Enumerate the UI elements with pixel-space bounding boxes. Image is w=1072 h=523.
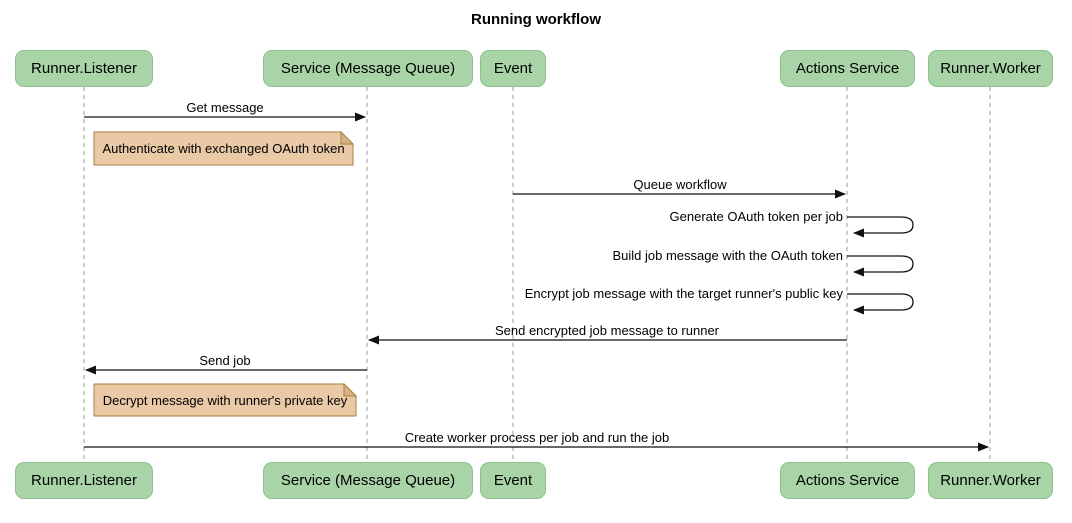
- note-shape-authenticate: [93, 130, 355, 166]
- note-authenticate-oauth-token: Authenticate with exchanged OAuth token: [102, 141, 345, 156]
- arrow-self-build-job-message: [847, 255, 914, 277]
- participant-top-actions-service: Actions Service: [780, 50, 915, 87]
- participant-bottom-service-message-queue: Service (Message Queue): [263, 462, 473, 499]
- participant-top-event: Event: [480, 50, 546, 87]
- message-label-generate-oauth-token: Generate OAuth token per job: [669, 209, 843, 224]
- message-label-get-message: Get message: [186, 100, 264, 115]
- message-label-send-encrypted-job-message: Send encrypted job message to runner: [494, 323, 720, 338]
- participant-top-service-message-queue: Service (Message Queue): [263, 50, 473, 87]
- message-label-encrypt-job-message: Encrypt job message with the target runn…: [524, 286, 843, 301]
- message-label-queue-workflow: Queue workflow: [633, 177, 727, 192]
- participant-bottom-runner-listener: Runner.Listener: [15, 462, 153, 499]
- participant-bottom-runner-worker: Runner.Worker: [928, 462, 1053, 499]
- diagram-title: Running workflow: [471, 11, 601, 28]
- note-decrypt-private-key: Decrypt message with runner's private ke…: [102, 392, 348, 408]
- note-shape-decrypt: [93, 382, 358, 417]
- participant-bottom-event: Event: [480, 462, 546, 499]
- message-label-create-worker-process: Create worker process per job and run th…: [404, 430, 670, 445]
- participant-bottom-actions-service: Actions Service: [780, 462, 915, 499]
- message-label-build-job-message: Build job message with the OAuth token: [612, 248, 843, 263]
- participant-top-runner-worker: Runner.Worker: [928, 50, 1053, 87]
- arrow-self-encrypt-job-message: [847, 293, 914, 315]
- message-label-send-job: Send job: [199, 353, 251, 368]
- participant-top-runner-listener: Runner.Listener: [15, 50, 153, 87]
- arrow-self-generate-oauth-token: [847, 216, 914, 238]
